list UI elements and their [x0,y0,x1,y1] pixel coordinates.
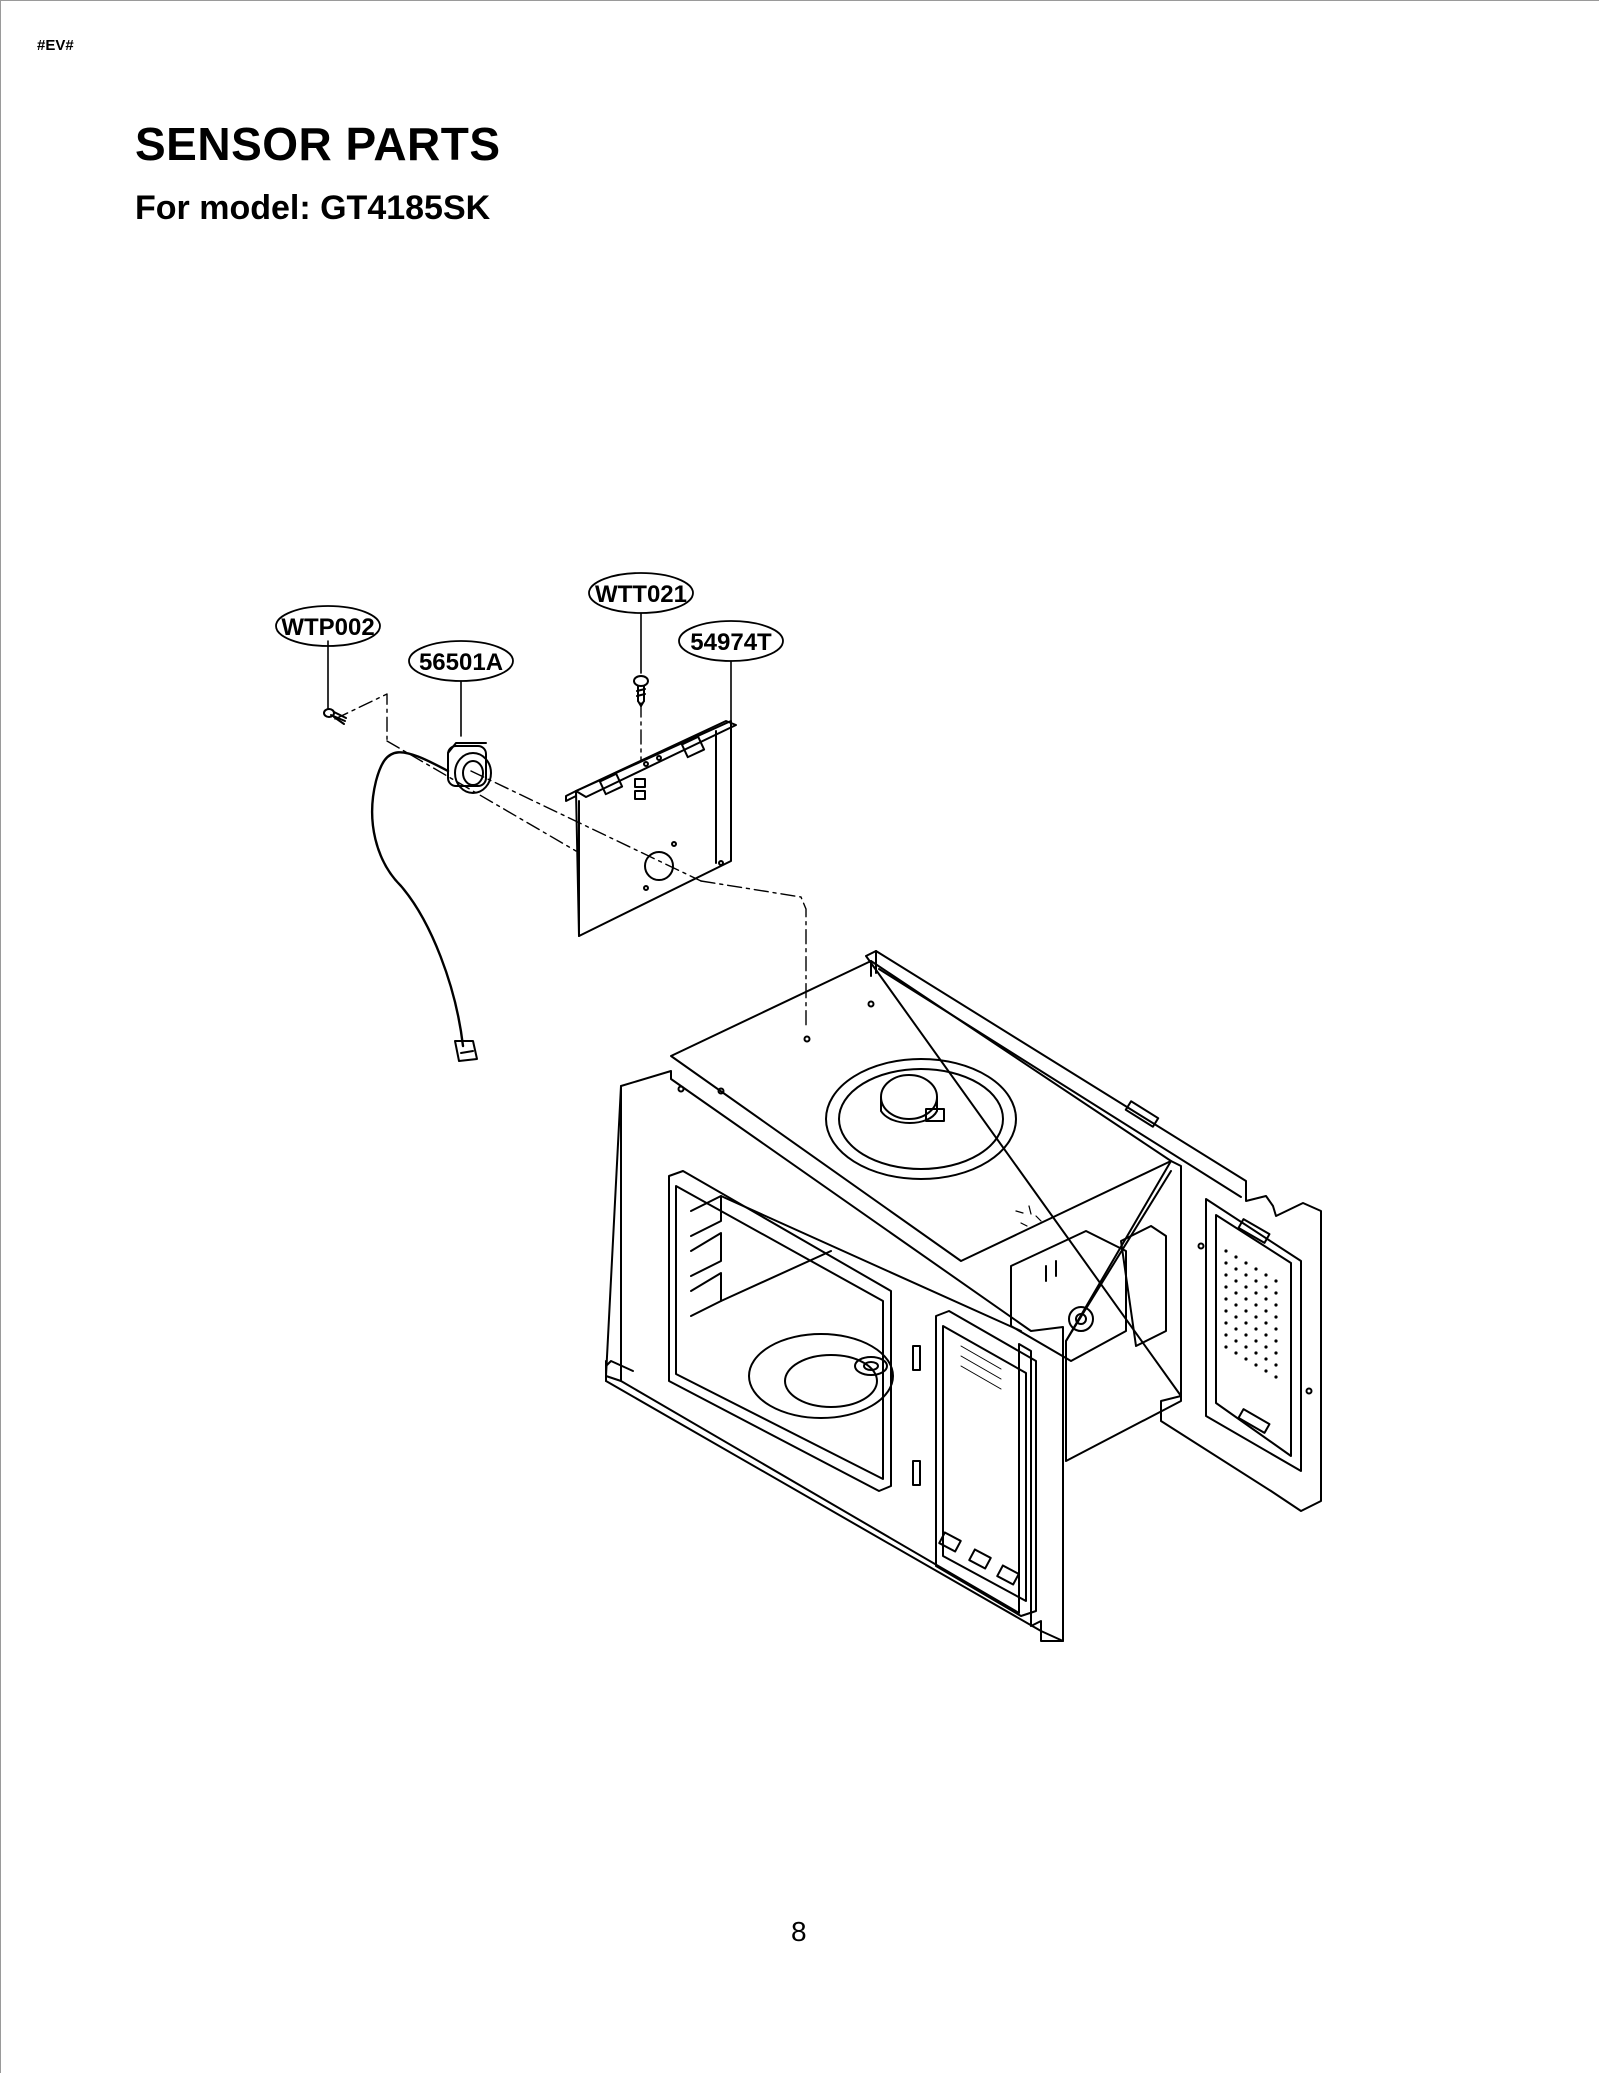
model-subtitle: For model: GT4185SK [135,189,491,227]
sensor-bracket-54974t-part [565,720,737,937]
document-code: #EV# [37,37,74,54]
callout-56501a-label: 56501A [419,649,503,676]
assembly-guide-lines [334,693,807,1027]
leader-lines [327,612,732,737]
callout-54974t: 54974T [678,620,784,662]
page-title: SENSOR PARTS [135,118,501,170]
callout-wtp002-label: WTP002 [281,614,374,641]
callout-wtt021-label: WTT021 [595,581,687,608]
callout-wtp002: WTP002 [275,605,381,647]
humidity-sensor-56501a-part [370,742,492,1062]
callout-56501a: 56501A [408,640,514,682]
page-number: 8 [791,1916,807,1947]
callout-wtt021: WTT021 [588,572,694,614]
screw-wtp002-part [323,708,347,725]
vent-perforations [1224,1249,1278,1379]
callout-54974t-label: 54974T [690,629,772,656]
screw-wtt021-part [633,675,649,707]
oven-cavity-frame [605,950,1322,1642]
